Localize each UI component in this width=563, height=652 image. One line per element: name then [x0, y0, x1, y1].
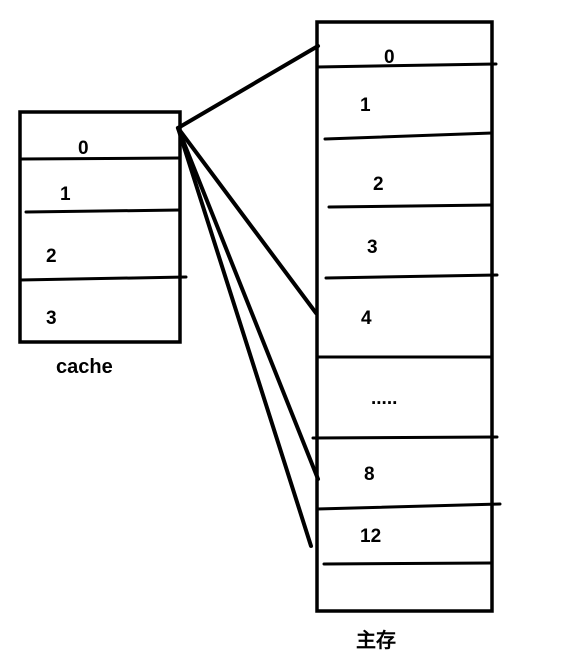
main-memory-block-label: 1	[360, 95, 371, 116]
main-memory-block-label: 8	[364, 464, 375, 485]
main-memory-block-label: 4	[361, 308, 372, 329]
mapping-line-to-block-12	[176, 126, 313, 548]
main-memory-block-label: 12	[360, 526, 381, 547]
cache-slot-label: 2	[46, 246, 57, 267]
main-memory-divider	[322, 561, 494, 566]
cache-box-outline	[18, 110, 182, 344]
main-memory-divider	[311, 435, 499, 440]
cache-slot-label: 1	[60, 184, 71, 205]
main-memory-divider	[315, 502, 502, 511]
main-memory-block-label: 3	[367, 237, 378, 258]
main-memory-block-label: 0	[384, 47, 395, 68]
cache-divider	[18, 156, 182, 161]
cache-slot-label: 0	[78, 138, 89, 159]
main-memory-caption: 主存	[356, 628, 396, 652]
main-memory-divider	[324, 273, 499, 280]
mapping-line-to-block-0	[176, 44, 320, 130]
main-memory-block-label: 2	[373, 174, 384, 195]
mapping-line-to-block-4	[176, 126, 318, 315]
cache-divider	[18, 275, 188, 282]
main-memory-divider	[323, 131, 494, 141]
cache-divider	[24, 208, 182, 214]
cache-box: 0 1 2 3	[18, 110, 188, 344]
mapping-lines	[176, 44, 320, 548]
cache-caption: cache	[56, 356, 113, 378]
main-memory-outline	[315, 20, 494, 613]
main-memory-divider	[327, 203, 494, 209]
mapping-line-to-block-8	[176, 126, 320, 481]
main-memory-block-label: .....	[371, 388, 397, 409]
main-memory-divider	[315, 62, 498, 69]
cache-slot-label: 3	[46, 308, 57, 329]
main-memory-box: 0 1 2 3 4 ..... 8 12	[311, 20, 502, 613]
